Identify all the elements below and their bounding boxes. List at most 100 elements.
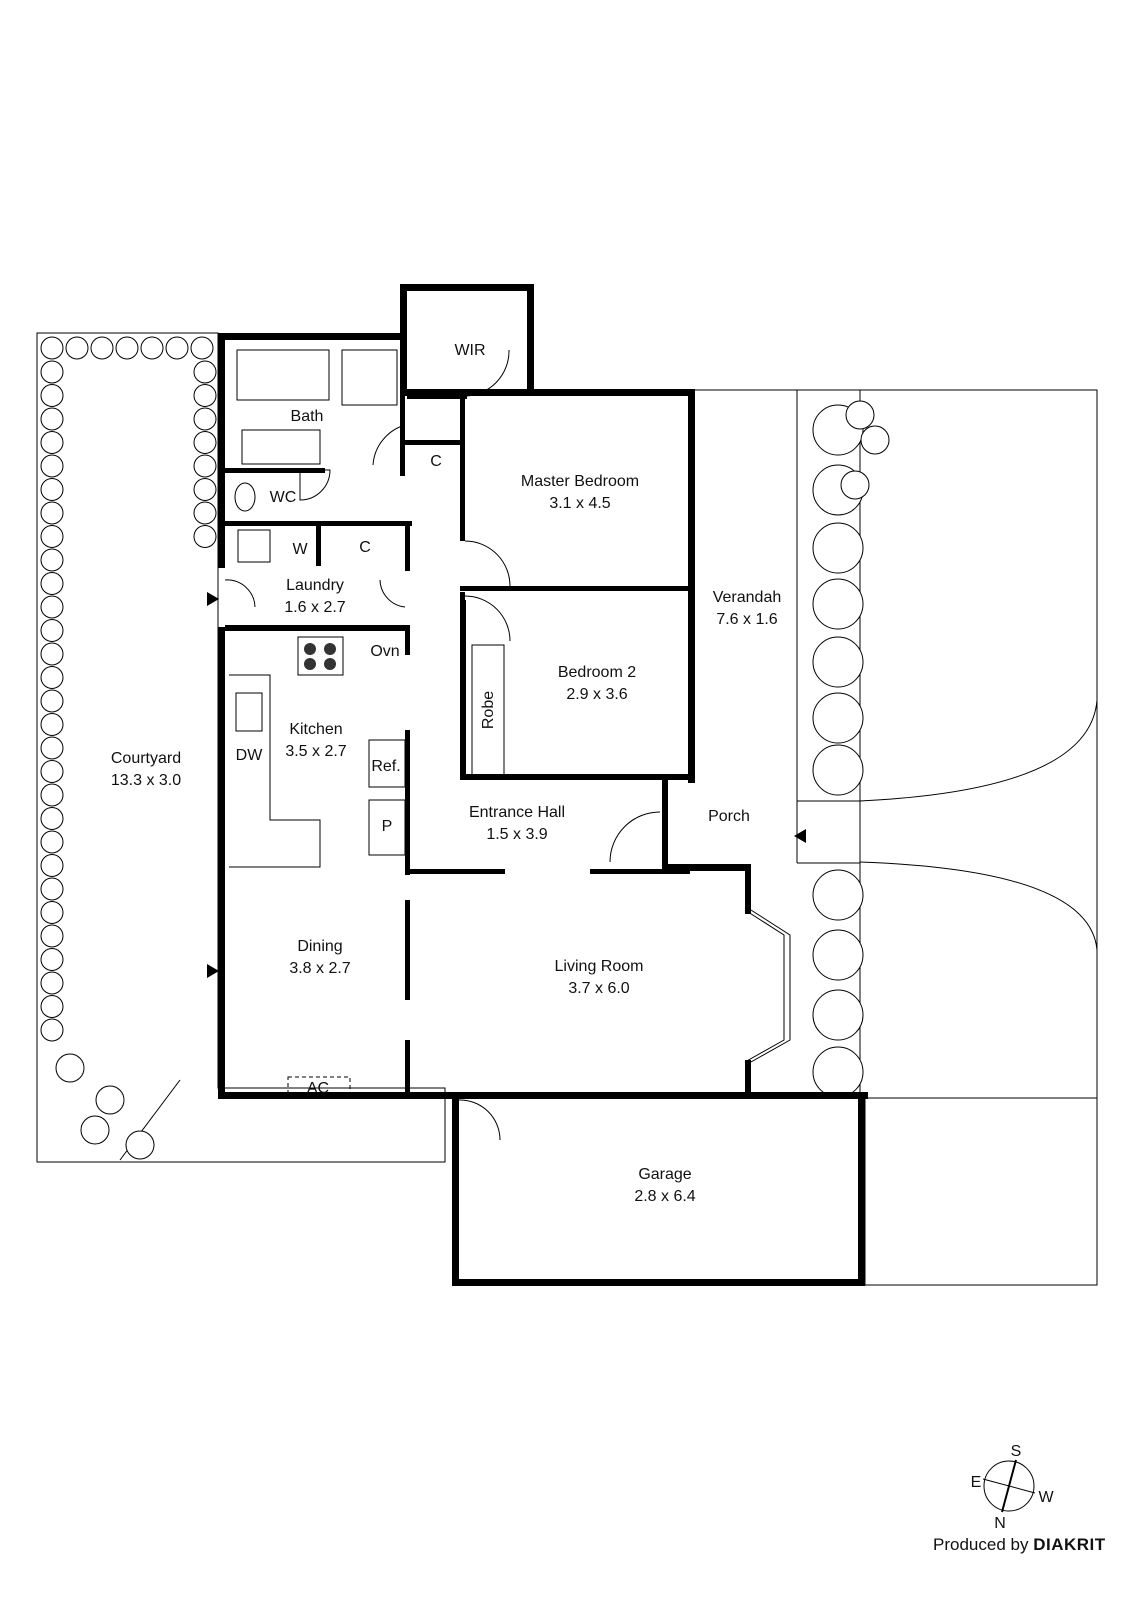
entry-arrow-dining — [207, 964, 219, 978]
walls — [218, 284, 868, 1286]
shrub-icon — [812, 636, 864, 688]
shrub-icon — [40, 689, 64, 713]
label-verandah-dim: 7.6 x 1.6 — [716, 611, 777, 628]
kitchen-sink — [235, 692, 263, 732]
shrub-icon — [812, 869, 864, 921]
shrub-icon — [812, 522, 864, 574]
label-garage-name: Garage — [638, 1166, 691, 1183]
shrub-icon — [812, 578, 864, 630]
shrub-icon — [80, 1115, 110, 1145]
shrub-icon — [860, 425, 890, 455]
kitchen-bench — [229, 674, 321, 868]
shrub-icon — [40, 407, 64, 431]
label-master-name: Master Bedroom — [521, 473, 639, 490]
shrub-icon — [40, 924, 64, 948]
compass-ring — [983, 1460, 1035, 1512]
shrub-icon — [812, 692, 864, 744]
shower — [341, 349, 398, 406]
shrub-icon — [840, 470, 870, 500]
label-hall-dim: 1.5 x 3.9 — [486, 826, 547, 843]
shrub-icon — [165, 336, 189, 360]
shrub-icon — [812, 744, 864, 796]
label-wir: WIR — [454, 342, 485, 359]
label-pantry: P — [382, 818, 393, 835]
room-labels: WIR Bath WC W C C Master Bedroom 3.1 x 4… — [111, 342, 781, 1205]
shrub-icon — [40, 336, 64, 360]
fixtures — [229, 349, 505, 1098]
shrub-icon — [125, 1130, 155, 1160]
shrub-icon — [812, 929, 864, 981]
robe-cupboard — [471, 644, 505, 776]
driveway-outline — [690, 389, 1098, 1286]
shrub-icon — [115, 336, 139, 360]
shrub-icon — [95, 1085, 125, 1115]
label-ac: AC — [307, 1080, 329, 1097]
shrub-icon — [140, 336, 164, 360]
shrub-icon — [40, 360, 64, 384]
shrub-icon — [40, 713, 64, 736]
label-porch: Porch — [708, 808, 750, 825]
label-dining-dim: 3.8 x 2.7 — [289, 960, 350, 977]
label-bath: Bath — [291, 408, 324, 425]
label-robe: Robe — [480, 691, 497, 729]
label-dw: DW — [236, 747, 264, 764]
label-courtyard-name: Courtyard — [111, 750, 181, 767]
label-w: W — [292, 541, 308, 558]
shrub-icon — [193, 525, 217, 548]
label-hall-name: Entrance Hall — [469, 804, 565, 821]
label-wc: WC — [270, 489, 297, 506]
shrub-icon — [40, 454, 64, 478]
shrub-icon — [40, 877, 64, 901]
shrub-icon — [40, 995, 64, 1018]
shrub-icon — [845, 400, 875, 430]
compass-s: S — [1011, 1443, 1022, 1460]
label-ovn: Ovn — [370, 643, 399, 660]
shrub-icon — [193, 501, 217, 525]
shrub-icon — [812, 1046, 864, 1098]
laundry-tub — [237, 529, 271, 563]
shrub-icon — [193, 478, 217, 501]
shrub-icon — [190, 336, 214, 360]
path-curve-top — [859, 699, 1098, 802]
ac-unit — [287, 1076, 351, 1098]
label-c2: C — [359, 539, 371, 556]
label-bed2-name: Bedroom 2 — [558, 664, 636, 681]
label-courtyard-dim: 13.3 x 3.0 — [111, 772, 181, 789]
shrub-icon — [40, 854, 64, 877]
shrub-icon — [40, 971, 64, 995]
cooktop — [297, 636, 344, 676]
compass-w: W — [1038, 1489, 1054, 1506]
shrub-icon — [193, 384, 217, 407]
shrub-icon — [40, 384, 64, 407]
shrub-icon — [55, 1053, 85, 1083]
doors — [224, 349, 661, 1141]
shrub-icon — [40, 595, 64, 619]
shrub-icon — [40, 783, 64, 807]
label-kitchen-dim: 3.5 x 2.7 — [285, 743, 346, 760]
shrub-icon — [40, 736, 64, 760]
shrub-icon — [193, 431, 217, 454]
toilet — [234, 482, 256, 512]
vanity — [241, 429, 321, 465]
shrub-icon — [40, 1018, 64, 1042]
compass: S E W N — [971, 1443, 1055, 1532]
label-kitchen-name: Kitchen — [289, 721, 342, 738]
shrub-icon — [40, 666, 64, 689]
shrub-icon — [40, 948, 64, 971]
label-bed2-dim: 2.9 x 3.6 — [566, 686, 627, 703]
shrub-icon — [193, 454, 217, 478]
shrub-icon — [40, 431, 64, 454]
shrub-icon — [40, 619, 64, 642]
credit-brand-logo: DIAKRIT — [1033, 1535, 1106, 1554]
pantry — [368, 799, 406, 856]
label-ref: Ref. — [371, 758, 400, 775]
label-c1: C — [430, 453, 442, 470]
label-laundry-name: Laundry — [286, 577, 344, 594]
shrub-icon — [193, 360, 217, 384]
shrub-icon — [193, 407, 217, 431]
bathtub — [236, 349, 330, 401]
label-living-name: Living Room — [555, 958, 644, 975]
shrub-icon — [40, 830, 64, 854]
credit-prefix: Produced by — [933, 1535, 1029, 1554]
compass-n: N — [994, 1515, 1006, 1532]
